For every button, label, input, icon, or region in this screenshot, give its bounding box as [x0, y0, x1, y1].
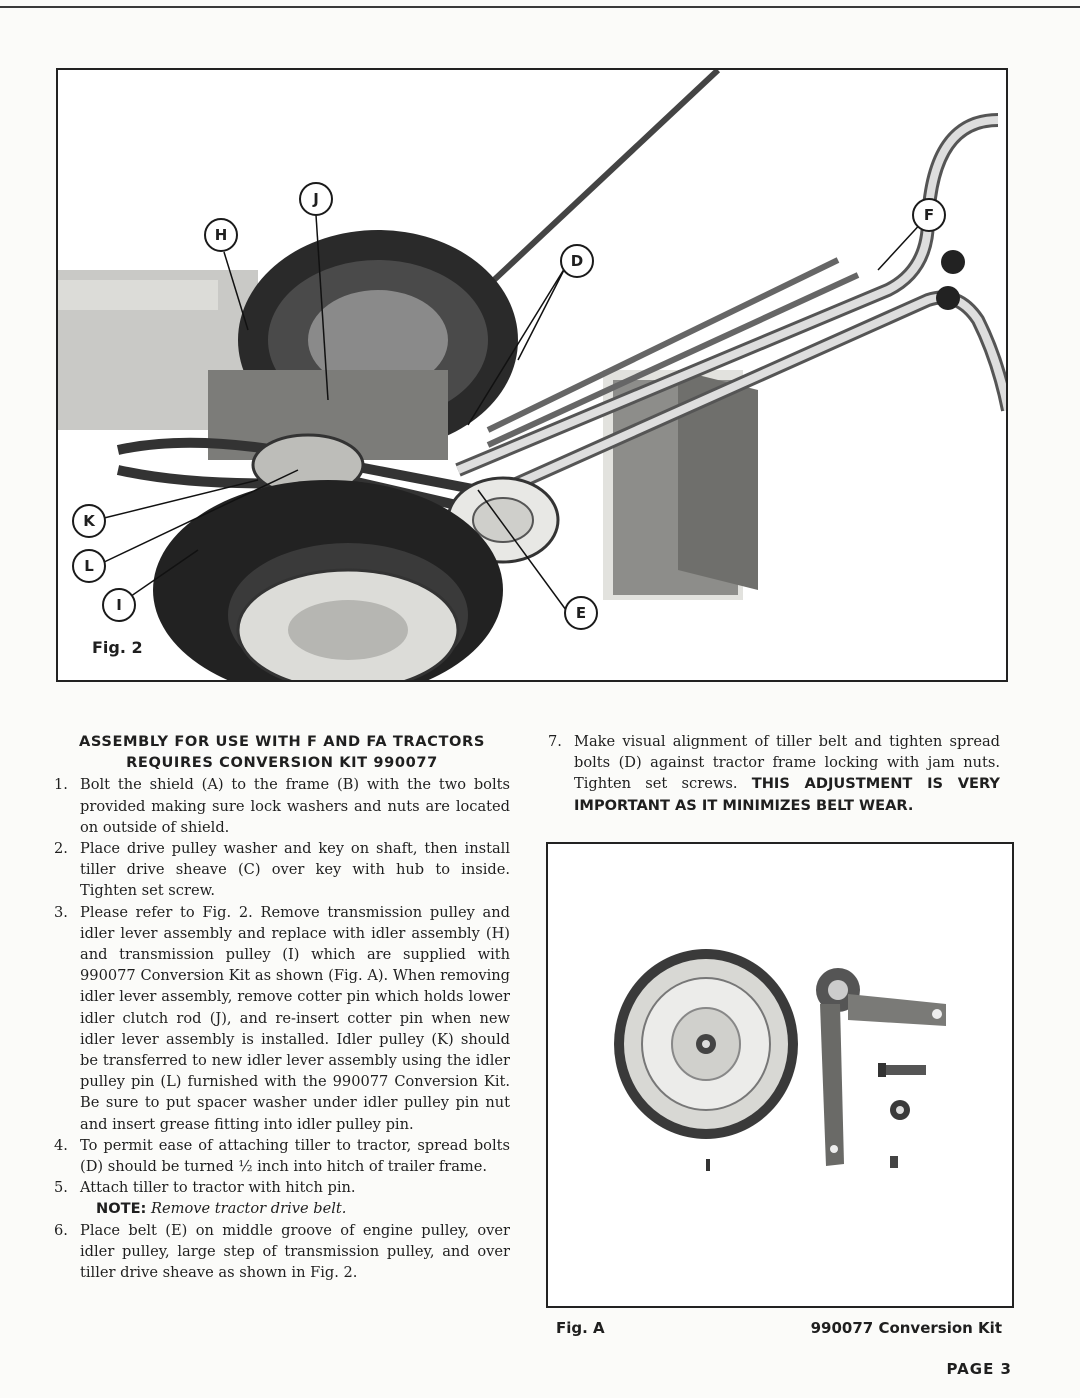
step-number: 2. [54, 840, 68, 858]
step-number: 3. [54, 903, 68, 921]
callout-f: F [912, 198, 946, 232]
figure-a-photo [546, 842, 1014, 1308]
step-7: 7. Make visual alignment of tiller belt a… [548, 731, 1000, 816]
step-number: 7. [548, 733, 562, 750]
step-2: 2. Place drive pulley washer and key on s… [54, 838, 510, 902]
assembly-instructions: ASSEMBLY FOR USE WITH F AND FA TRACTORS … [54, 731, 510, 1283]
step-1: 1. Bolt the shield (A) to the frame (B) w… [54, 774, 510, 838]
callout-h: H [204, 218, 238, 252]
section-heading: ASSEMBLY FOR USE WITH F AND FA TRACTORS [79, 733, 485, 750]
step-number: 6. [54, 1221, 68, 1239]
callout-e: E [564, 596, 598, 630]
step-text: Attach tiller to tractor with hitch pin. [80, 1179, 356, 1197]
step-text: Bolt the shield (A) to the frame (B) wit… [80, 776, 510, 836]
figure-a-caption: Fig. A [556, 1319, 605, 1337]
step-text: Make visual alignment of tiller belt and… [574, 733, 1000, 793]
step-5: 5. Attach tiller to tractor with hitch pi… [54, 1177, 510, 1198]
step-number: 4. [54, 1136, 68, 1154]
callout-j: J [299, 182, 333, 216]
page-number: PAGE 3 [946, 1360, 1012, 1378]
callout-d: D [560, 244, 594, 278]
step-number: 5. [54, 1179, 68, 1197]
figure-2-photo: J H D F K L I E Fig. 2 [56, 68, 1008, 682]
step-4: 4. To permit ease of attaching tiller to … [54, 1135, 510, 1177]
callout-k: K [72, 504, 106, 538]
step-text: Place drive pulley washer and key on sha… [80, 840, 510, 900]
steps-list-right: 7. Make visual alignment of tiller belt a… [548, 731, 1000, 816]
step-text: Please refer to Fig. 2. Remove transmiss… [80, 903, 510, 1133]
section-subheading: REQUIRES CONVERSION KIT 990077 [126, 754, 438, 772]
step-text: Place belt (E) on middle groove of engin… [80, 1221, 510, 1282]
callout-l: L [72, 549, 106, 583]
note-text: Remove tractor drive belt. [151, 1200, 347, 1218]
callout-i: I [102, 588, 136, 622]
top-rule [0, 6, 1080, 8]
step-6: 6. Place belt (E) on middle groove of eng… [54, 1220, 510, 1284]
conversion-kit-illustration [614, 949, 946, 1171]
step-3: 3. Please refer to Fig. 2. Remove transmi… [54, 902, 510, 1135]
step-7-emphasis: THIS ADJUSTMENT IS VERY IMPORTANT AS IT … [574, 775, 1000, 814]
step-7-block: 7. Make visual alignment of tiller belt a… [548, 731, 1000, 816]
kit-caption: 990077 Conversion Kit [810, 1319, 1002, 1337]
steps-list: 1. Bolt the shield (A) to the frame (B) w… [54, 774, 510, 1198]
figure-2-caption: Fig. 2 [92, 638, 143, 657]
steps-list-continued: 6. Place belt (E) on middle groove of eng… [54, 1220, 510, 1284]
step-number: 1. [54, 776, 68, 794]
note-label: NOTE: [96, 1200, 147, 1218]
note: NOTE: Remove tractor drive belt. [54, 1198, 510, 1219]
tractor-tiller-illustration [58, 70, 1006, 680]
step-text: To permit ease of attaching tiller to tr… [80, 1136, 510, 1176]
